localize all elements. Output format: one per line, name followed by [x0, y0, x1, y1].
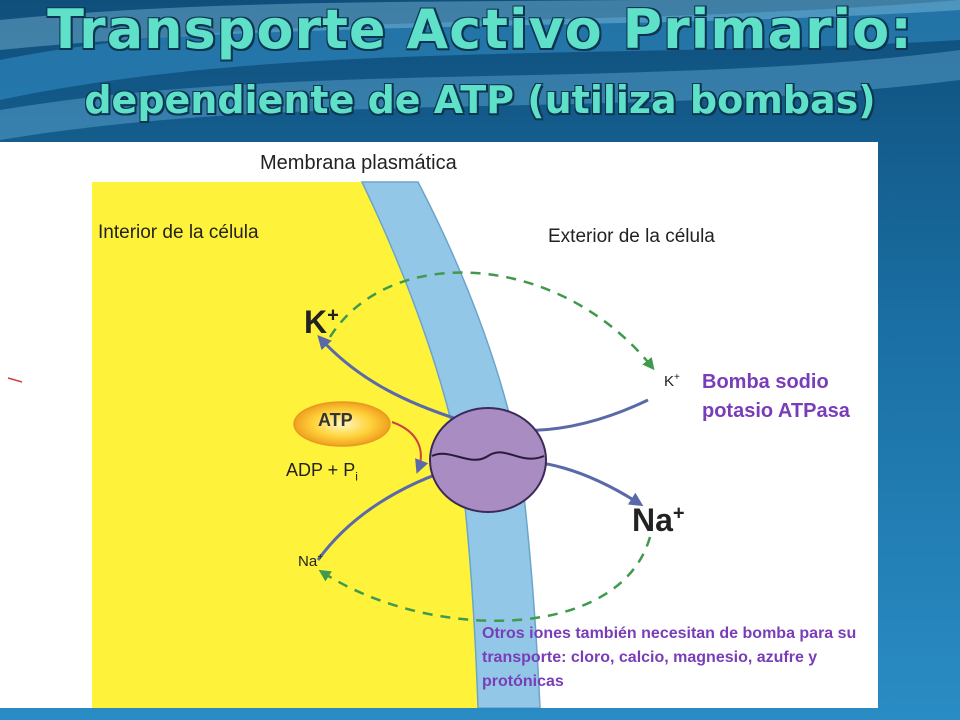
diagram-artwork: [7, 181, 655, 708]
plasma-membrane: [360, 181, 541, 708]
pump-name-label: Bomba sodio potasio ATPasa: [702, 371, 850, 422]
na-ion-inside-symbol: Na: [298, 553, 318, 570]
pump-channel-line: [431, 451, 545, 461]
atp-hydrolysis-arrow: [391, 421, 429, 474]
other-ions-note: Otros iones también necesitan de bomba p…: [482, 625, 857, 690]
na-recycle-dashed-arrow: [318, 536, 652, 622]
k-ion-outside-charge: +: [674, 372, 680, 383]
k-ion-inside: K+: [304, 304, 339, 341]
slide-title: Transporte Activo Primario:: [47, 0, 913, 61]
slide-subtitle: dependiente de ATP (utiliza bombas): [84, 78, 876, 122]
k-ion-inside-charge: +: [327, 304, 339, 327]
adp-pi-label: ADP + Pi: [286, 460, 358, 484]
na-ion-inside-charge: +: [317, 552, 324, 563]
cell-interior-label: Interior de la célula: [98, 222, 259, 243]
adp-pi-text: ADP + P: [286, 460, 356, 480]
membrane-label: Membrana plasmática: [260, 152, 457, 174]
edge-mark: [7, 377, 23, 383]
k-ion-outside-symbol: K: [664, 373, 675, 390]
na-ion-outside: Na+: [632, 502, 685, 539]
cytoplasm-region: [92, 182, 478, 708]
na-ion-inside: Na+: [298, 552, 323, 570]
na-ion-outside-charge: +: [672, 502, 685, 525]
cell-exterior-label: Exterior de la célula: [548, 226, 715, 247]
k-ion-outside: K+: [664, 372, 680, 390]
slide-header: Transporte Activo Primario: dependiente …: [0, 0, 960, 140]
k-ion-inside-symbol: K: [304, 304, 328, 340]
atp-label: ATP: [318, 410, 353, 430]
sodium-potassium-pump-diagram: Membrana plasmática Interior de la célul…: [0, 142, 878, 708]
k-recycle-dashed-arrow: [328, 271, 655, 371]
na-ion-outside-symbol: Na: [632, 502, 673, 538]
pump-protein: [429, 407, 547, 513]
atp-molecule: [293, 401, 391, 447]
pi-subscript: i: [355, 469, 358, 484]
